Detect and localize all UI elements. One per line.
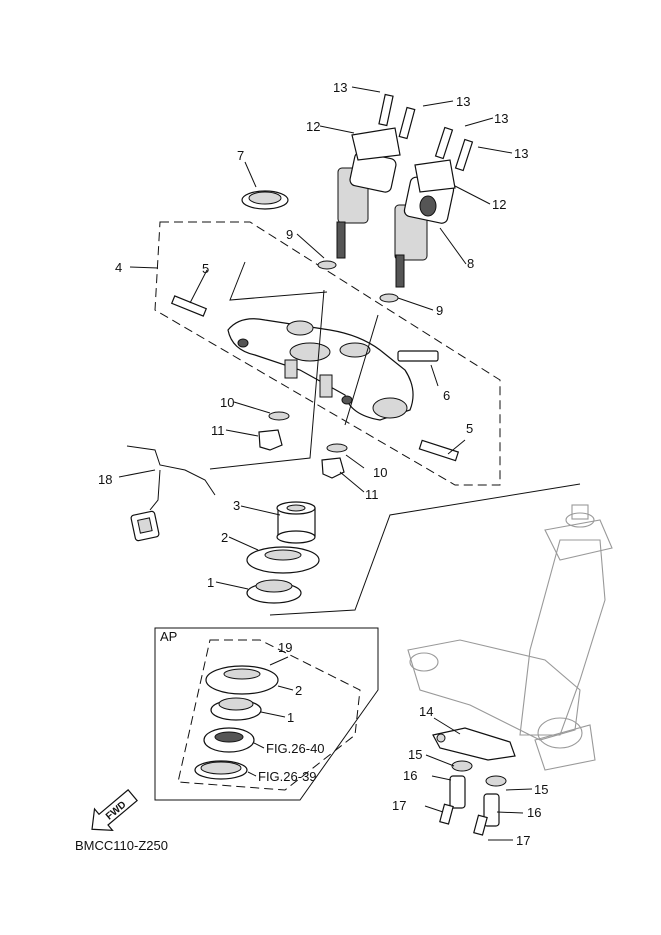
label-5b: 5 <box>466 421 473 436</box>
ap-label-2: 2 <box>295 683 302 698</box>
label-18: 18 <box>98 472 112 487</box>
ap-race <box>194 760 248 780</box>
upper-bracket <box>227 318 414 421</box>
ap-label-1: 1 <box>287 710 294 725</box>
label-19: 19 <box>278 640 292 655</box>
collar-3 <box>276 501 316 544</box>
label-13c: 13 <box>494 111 508 126</box>
fwd-arrow-icon: FWD <box>91 789 138 832</box>
seal-2 <box>246 546 320 574</box>
label-9b: 9 <box>436 303 443 318</box>
leader-lines <box>118 86 581 841</box>
label-4: 4 <box>115 260 122 275</box>
label-14: 14 <box>419 704 433 719</box>
label-15a: 15 <box>408 747 422 762</box>
label-6: 6 <box>443 388 450 403</box>
label-17b: 17 <box>516 833 530 848</box>
label-12b: 12 <box>492 197 506 212</box>
ap-box-frame <box>154 627 379 801</box>
nut-11-right <box>321 457 345 479</box>
wire-bracket-18 <box>126 445 216 542</box>
label-3: 3 <box>233 498 240 513</box>
handle-holder-left <box>336 151 397 259</box>
group-4-boundary <box>154 221 501 486</box>
label-5a: 5 <box>202 261 209 276</box>
label-17a: 17 <box>392 798 406 813</box>
lower-plate-14 <box>432 727 516 761</box>
label-13b: 13 <box>456 94 470 109</box>
label-1: 1 <box>207 575 214 590</box>
nut-11-left <box>258 429 283 451</box>
cap-7 <box>241 190 289 210</box>
figure-code: BMCC110-Z250 <box>75 838 168 853</box>
ap-seal <box>205 665 279 695</box>
label-16a: 16 <box>403 768 417 783</box>
right-lower-parts <box>439 760 507 836</box>
washer-9-left <box>317 260 337 270</box>
ap-title: AP <box>160 629 177 644</box>
washer-9-right <box>379 293 399 303</box>
bolt-5-left <box>170 295 208 317</box>
label-15b: 15 <box>534 782 548 797</box>
label-7: 7 <box>237 148 244 163</box>
handle-upper-holders-12 <box>351 127 456 193</box>
washer-10-left <box>268 411 290 421</box>
group-19-boundary <box>177 639 361 791</box>
label-8: 8 <box>467 256 474 271</box>
handle-holder-right <box>394 176 455 288</box>
label-10b: 10 <box>373 465 387 480</box>
ap-bearing-seal <box>203 727 255 753</box>
label-12a: 12 <box>306 119 320 134</box>
bolts-13 <box>378 93 474 172</box>
washer-10-right <box>326 443 348 453</box>
ap-bearing <box>210 697 262 721</box>
bolt-5-right <box>418 439 460 462</box>
label-10a: 10 <box>220 395 234 410</box>
ap-ref-fig-26-40: FIG.26-40 <box>266 741 325 756</box>
label-9a: 9 <box>286 227 293 242</box>
ap-ref-fig-26-39: FIG.26-39 <box>258 769 317 784</box>
label-16b: 16 <box>527 805 541 820</box>
label-2: 2 <box>221 530 228 545</box>
label-11a: 11 <box>211 423 225 438</box>
bolt-6 <box>397 350 439 362</box>
label-13d: 13 <box>514 146 528 161</box>
label-11b: 11 <box>365 487 379 502</box>
bearing-1 <box>246 579 302 604</box>
label-13a: 13 <box>333 80 347 95</box>
frame-reference-view <box>407 504 613 771</box>
